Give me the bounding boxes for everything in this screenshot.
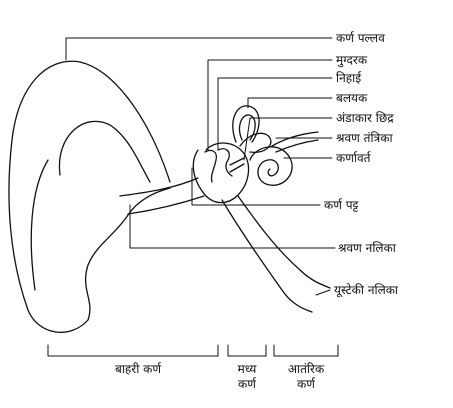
stapes-shape	[229, 157, 245, 173]
cochlea-spiral	[249, 146, 293, 186]
section-middle-line1: मध्य	[237, 362, 257, 376]
middle-ear-cavity	[205, 142, 250, 204]
pinna-inner-fold	[58, 120, 151, 183]
label-incus: निहाई	[336, 71, 362, 85]
label-auditory-nerve: श्रवण तंत्रिका	[336, 131, 393, 145]
malleus-shape	[204, 149, 218, 183]
semicircular-canal-3	[239, 132, 272, 153]
pinna-outline	[8, 60, 171, 333]
section-outer-ear: बाहरी कर्ण	[114, 362, 162, 376]
eustachian-tube-upper	[237, 195, 331, 289]
leader-pinna	[65, 37, 333, 61]
leader-semicircular	[247, 97, 333, 109]
section-middle-line2: कर्ण	[238, 377, 256, 391]
label-ear-canal: श्रवण नलिका	[338, 241, 396, 255]
bracket-middle	[227, 344, 267, 357]
auditory-nerve-shape	[271, 131, 319, 147]
auditory-nerve-shape-2	[275, 139, 319, 153]
ear-canal-lower	[127, 195, 205, 215]
semicircular-canal-2	[238, 114, 256, 141]
label-eustachian: यूस्टेकी नलिका	[334, 283, 399, 297]
section-inner-line1: आतंरिक	[287, 362, 325, 376]
leader-ear-canal	[129, 204, 336, 249]
label-semicircular: बलयक	[336, 91, 368, 105]
bracket-inner	[273, 344, 339, 357]
label-oval-window: अंडाकार छिद्र	[336, 111, 394, 125]
incus-shape	[217, 148, 233, 177]
label-eardrum: कर्ण पट्ट	[324, 198, 359, 212]
leader-malleus	[207, 59, 333, 151]
section-inner-line2: कर्ण	[297, 377, 315, 391]
eardrum-shape	[192, 149, 207, 197]
leader-eustachian	[315, 289, 331, 296]
label-malleus: मुग्दरक	[336, 53, 368, 67]
eustachian-tube-lower	[221, 199, 313, 313]
section-middle-ear: मध्य कर्ण	[224, 362, 270, 392]
ear-canal-upper	[119, 177, 199, 197]
section-inner-ear: आतंरिक कर्ण	[274, 362, 338, 392]
leader-eardrum	[191, 167, 321, 206]
leader-incus	[217, 77, 333, 151]
bracket-outer	[47, 344, 219, 357]
label-cochlea: कर्णावर्त	[336, 151, 371, 165]
label-pinna: कर्ण पल्लव	[336, 31, 385, 45]
leader-oval-window	[243, 117, 333, 161]
pinna-helix	[30, 159, 49, 291]
